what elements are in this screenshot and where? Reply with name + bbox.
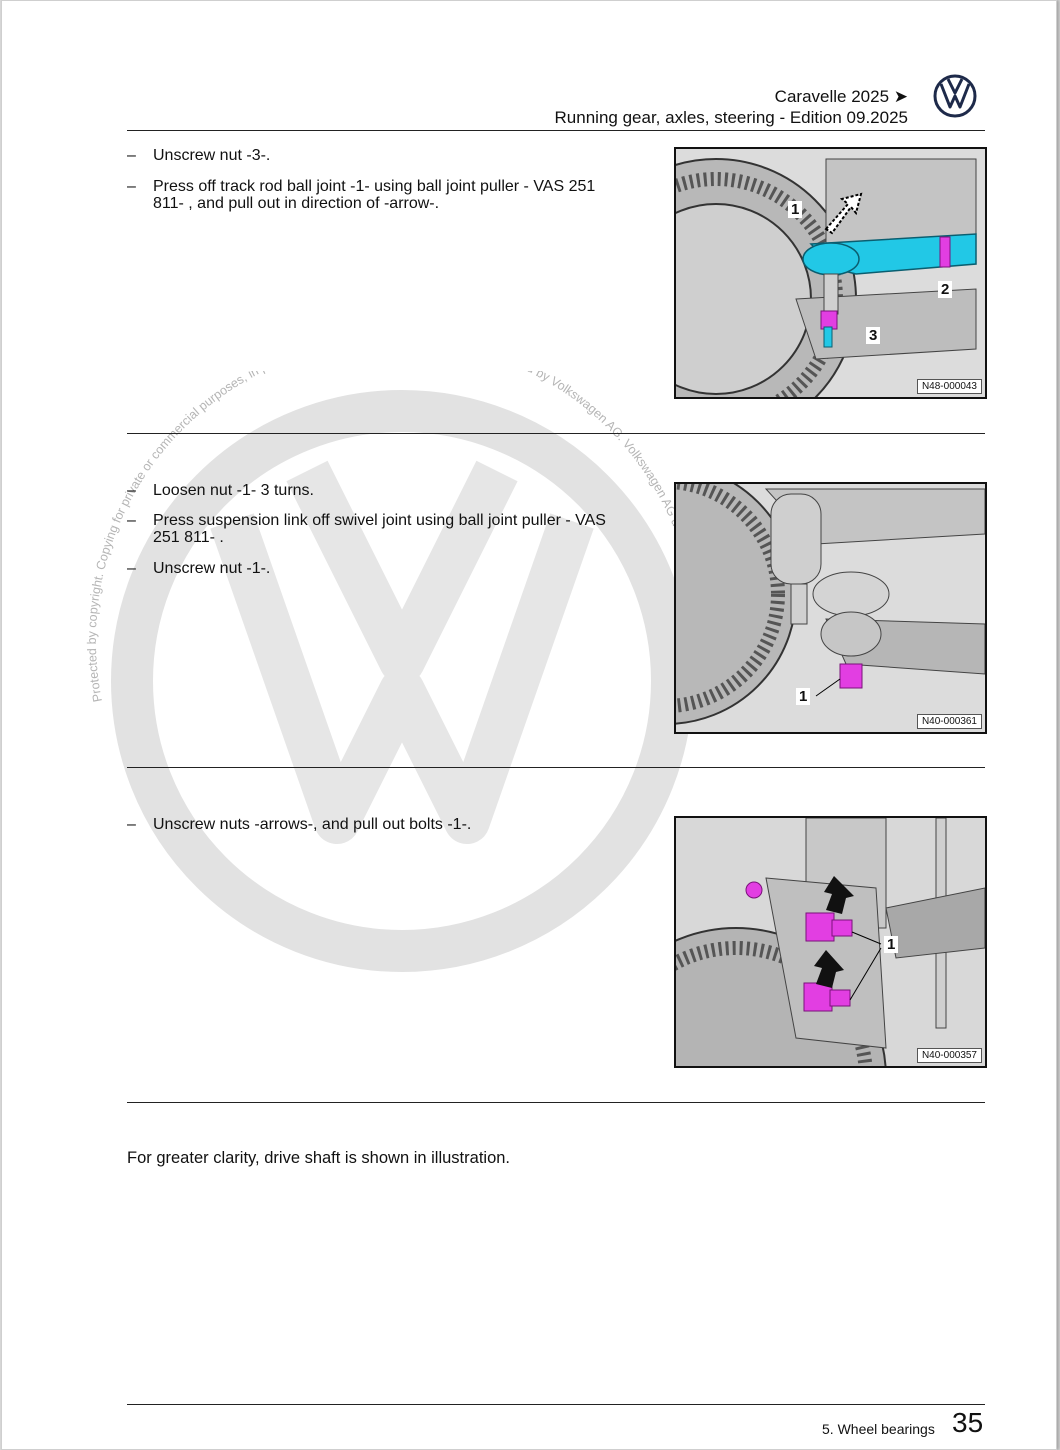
footer-rule xyxy=(127,1404,985,1405)
header-model: Caravelle 2025 ➤ xyxy=(774,87,908,106)
svg-text:Protected by copyright. Copyin: Protected by copyright. Copying for priv… xyxy=(62,371,707,734)
figure-code: N40-000361 xyxy=(916,714,982,729)
figure-code: N48-000043 xyxy=(916,379,982,394)
callout-1: 1 xyxy=(788,201,803,218)
callout-2: 2 xyxy=(938,281,953,298)
illustration-strut-bolts xyxy=(676,818,985,1066)
figure-swivel-joint: 1 N40-000361 xyxy=(674,482,987,734)
vw-logo-icon xyxy=(933,74,977,118)
step-dash: – xyxy=(127,512,136,529)
footer-section: 5. Wheel bearings xyxy=(822,1421,935,1437)
step-text: Loosen nut -1- 3 turns. xyxy=(153,482,314,499)
watermark: Protected by copyright. Copying for priv… xyxy=(62,371,707,972)
step-text: Unscrew nuts -arrows-, and pull out bolt… xyxy=(153,816,472,833)
step-text: Unscrew nut -1-. xyxy=(153,560,271,577)
note-paragraph: For greater clarity, drive shaft is show… xyxy=(127,1149,511,1167)
callout-1: 1 xyxy=(796,688,811,705)
illustration-swivel-joint xyxy=(676,484,985,732)
watermark-text: Protected by copyright. Copying for priv… xyxy=(62,371,707,734)
step-text: Press suspension link off swivel joint u… xyxy=(153,512,606,546)
page-number: 35 xyxy=(952,1407,984,1438)
figure-track-rod-joint: 1 2 3 N48-000043 xyxy=(674,147,987,399)
header-subtitle: Running gear, axles, steering - Edition … xyxy=(554,108,908,127)
callout-3: 3 xyxy=(866,327,881,344)
figure-code: N40-000357 xyxy=(916,1048,982,1063)
step-dash: – xyxy=(127,816,136,833)
step-text: Unscrew nut -3-. xyxy=(153,147,271,164)
step-dash: – xyxy=(127,147,136,164)
step-dash: – xyxy=(127,178,136,195)
section-rule xyxy=(127,1102,985,1103)
step-dash: – xyxy=(127,560,136,577)
header-rule xyxy=(127,130,985,131)
step-text: Press off track rod ball joint -1- using… xyxy=(153,178,596,212)
callout-1: 1 xyxy=(884,936,899,953)
section-rule xyxy=(127,433,985,434)
section-rule xyxy=(127,767,985,768)
figure-strut-bolts: 1 N40-000357 xyxy=(674,816,987,1068)
step-dash: – xyxy=(127,482,136,499)
illustration-track-rod xyxy=(676,149,985,397)
